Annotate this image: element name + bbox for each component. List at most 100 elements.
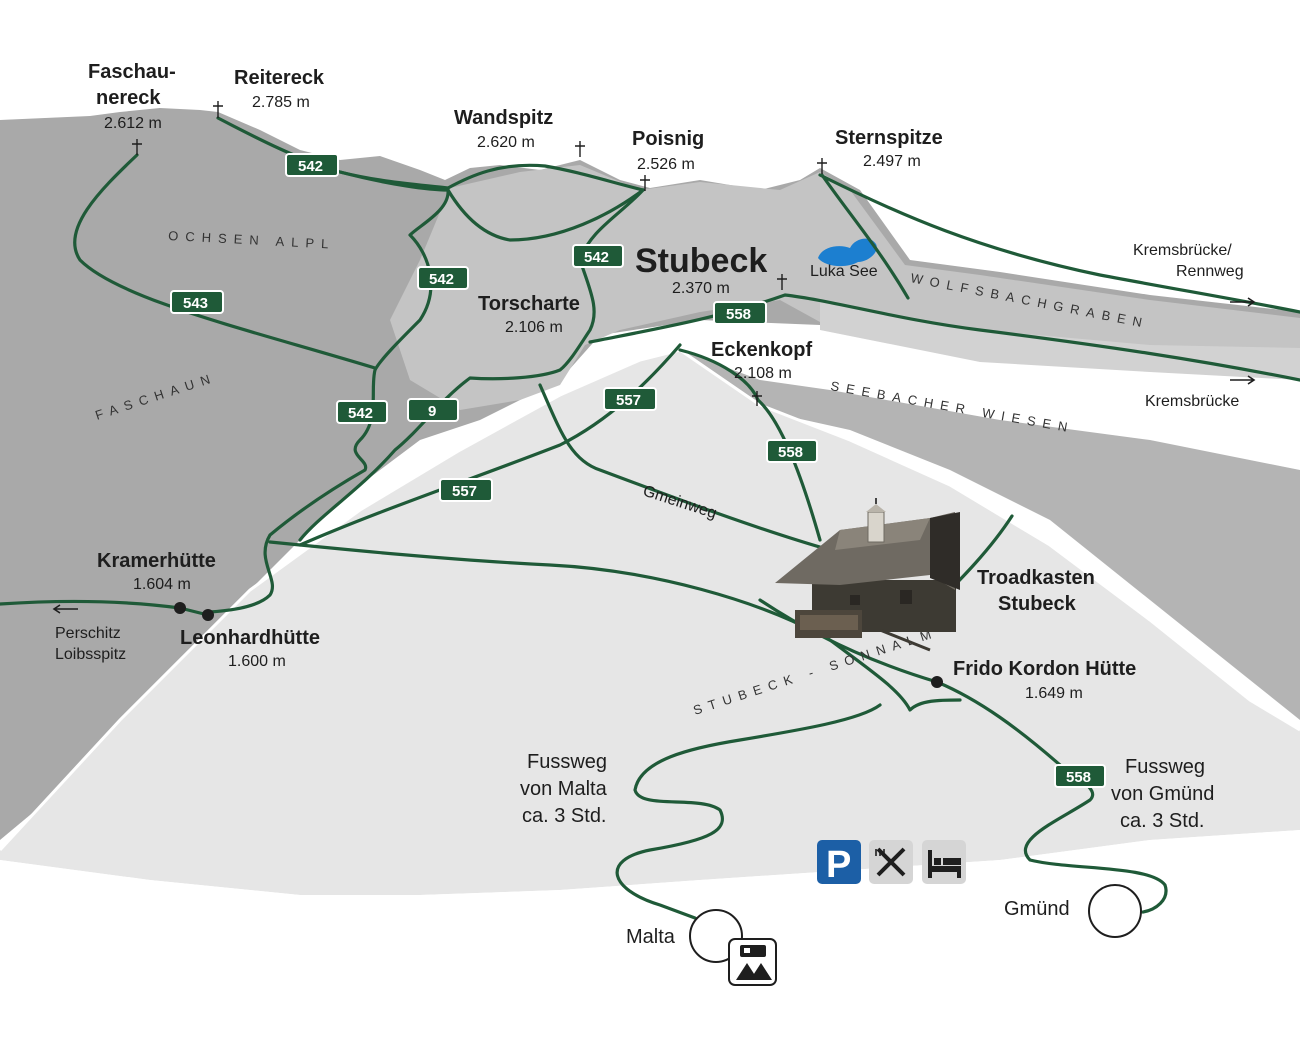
trail-kremsbruecke-rennweg (818, 173, 1300, 314)
footpath-gmuend-line2: von Gmünd (1111, 783, 1214, 805)
arrow-left-icon (52, 604, 78, 614)
town-gmuend-marker (1088, 884, 1142, 938)
peak-faschaunereck-line1: Faschau- (88, 61, 176, 83)
trail-gmeinweg (538, 383, 832, 552)
parking-icon-glyph: P (826, 844, 851, 886)
hut-kramerhuette-name: Kramerhütte (97, 550, 216, 572)
peak-faschaunereck-line2: nereck (96, 87, 161, 109)
mountain-summit-area (390, 165, 1300, 410)
peak-faschaunereck-elevation: 2.612 m (104, 115, 162, 132)
peak-reitereck-name: Reitereck (234, 67, 325, 89)
cross-icon (213, 101, 223, 118)
trail-badge: 557 (439, 478, 493, 502)
peak-sternspitze-name: Sternspitze (835, 127, 943, 149)
svg-text:558: 558 (778, 444, 803, 461)
footpath-gmuend-line3: ca. 3 Std. (1120, 810, 1205, 832)
trail-badge: 558 (1054, 764, 1106, 788)
parking-icon (817, 840, 861, 884)
svg-text:9: 9 (428, 403, 436, 420)
trail-leonhard-meadow (268, 540, 962, 712)
trail-542-west (208, 188, 450, 614)
peak-sternspitze-elevation: 2.497 m (863, 153, 921, 170)
hut-troadkasten-line1: Troadkasten (977, 567, 1095, 589)
trail-badge: 543 (170, 290, 224, 314)
trail-558-eckenkopf (678, 348, 822, 542)
cross-icon (575, 141, 585, 157)
peak-wandspitz-elevation: 2.620 m (477, 134, 535, 151)
footpath-malta-line1: Fussweg (527, 751, 607, 773)
dest-perschitz-line1: Perschitz (55, 625, 121, 642)
footpath-gmuend-line1: Fussweg (1125, 756, 1205, 778)
dest-kremsbruecke-rennweg-line1: Kremsbrücke/ (1133, 242, 1232, 259)
peak-poisnig-name: Poisnig (632, 128, 704, 150)
cross-icon (752, 391, 762, 406)
terrain (0, 108, 1300, 1039)
amenity-icons: P (817, 840, 966, 886)
peak-eckenkopf-name: Eckenkopf (711, 339, 812, 361)
bed-icon (922, 840, 966, 884)
peak-wandspitz-name: Wandspitz (454, 107, 553, 129)
trail-badge: 558 (766, 439, 818, 463)
svg-text:542: 542 (298, 158, 323, 175)
hut-frido-marker (931, 676, 943, 688)
peak-eckenkopf-elevation: 2.108 m (734, 365, 792, 382)
footpath-malta-line3: ca. 3 Std. (522, 805, 607, 827)
trail-badge: 542 (336, 400, 388, 424)
trail-gmuend (1023, 763, 1168, 914)
lowland (0, 830, 1300, 1039)
hut-frido-name: Frido Kordon Hütte (953, 658, 1136, 680)
mountain-east-slope (680, 350, 1300, 720)
restaurant-icon (869, 840, 913, 884)
hut-kramerhuette-marker (174, 602, 186, 614)
summit-crosses (132, 101, 827, 406)
trail-kramer-west (0, 599, 210, 617)
map-title: Stubeck (635, 242, 767, 280)
trail-malta (615, 703, 882, 920)
arrow-right-icon (1230, 297, 1256, 307)
trail-badge: 542 (285, 153, 339, 177)
hut-troadkasten-line2: Stubeck (998, 593, 1077, 615)
svg-text:557: 557 (452, 483, 477, 500)
trail-558-top (588, 293, 1300, 382)
trail-badge: 542 (572, 244, 624, 268)
title-elevation: 2.370 m (672, 280, 730, 297)
trail-557 (298, 343, 682, 547)
svg-text:542: 542 (584, 249, 609, 266)
trail-badges: 542 542 542 542 543 9 557 557 (170, 153, 1106, 788)
troadkasten-building-illustration (775, 498, 960, 652)
svg-text:542: 542 (429, 271, 454, 288)
meadow-sonnalm (0, 350, 1300, 895)
camping-icon (728, 938, 777, 986)
trail-543 (73, 153, 377, 370)
hut-frido-elevation: 1.649 m (1025, 685, 1083, 702)
hut-leonhardhuette-marker (202, 609, 214, 621)
town-gmuend-label: Gmünd (1004, 898, 1070, 920)
svg-text:558: 558 (1066, 769, 1091, 786)
trail-badge: 558 (713, 301, 767, 325)
cross-icon (640, 175, 650, 191)
trail-badge: 9 (407, 398, 459, 422)
trail-sternspitze-lake (820, 173, 910, 300)
hut-kramerhuette-elevation: 1.604 m (133, 576, 191, 593)
dest-kremsbruecke: Kremsbrücke (1145, 393, 1239, 410)
cross-icon (132, 139, 142, 155)
svg-text:542: 542 (348, 405, 373, 422)
trail-badge: 557 (603, 387, 657, 411)
peak-poisnig-elevation: 2.526 m (637, 156, 695, 173)
peak-torscharte-elevation: 2.106 m (505, 319, 563, 336)
footpath-malta-line2: von Malta (520, 778, 608, 800)
ridge-line (559, 348, 1300, 732)
svg-text:558: 558 (726, 306, 751, 323)
peak-torscharte-name: Torscharte (478, 293, 580, 315)
dest-perschitz-line2: Loibsspitz (55, 646, 126, 663)
ridge-line-west (0, 393, 561, 852)
cross-icon (817, 158, 827, 174)
trail-ridge-south (338, 170, 645, 242)
peak-reitereck-elevation: 2.785 m (252, 94, 310, 111)
arrow-right-icon (1230, 375, 1256, 385)
dest-kremsbruecke-rennweg-line2: Rennweg (1176, 263, 1244, 280)
trail-badge: 542 (417, 266, 469, 290)
cross-icon (777, 274, 787, 290)
luka-see-lake (818, 238, 877, 267)
